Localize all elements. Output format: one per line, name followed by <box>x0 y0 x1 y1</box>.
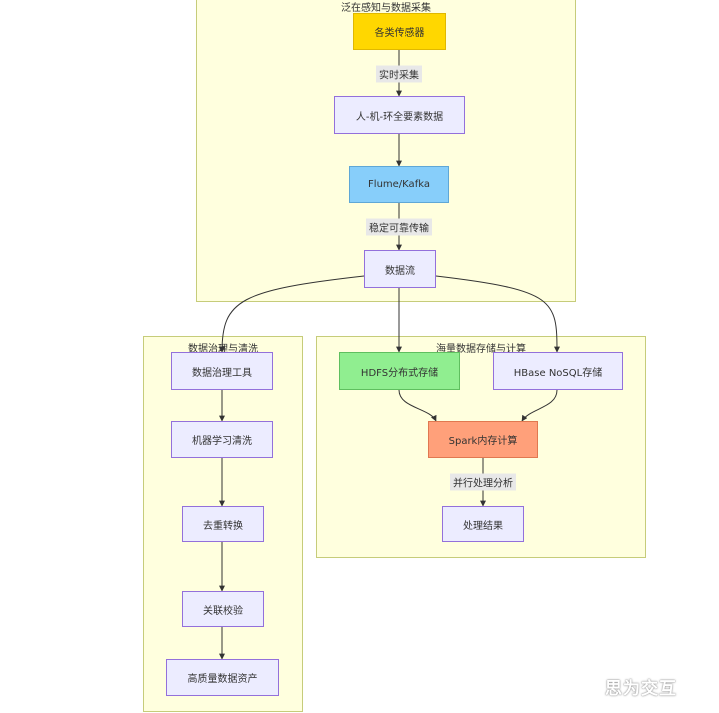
node-hme-data[interactable]: 人-机-环全要素数据 <box>334 96 465 134</box>
node-hdfs[interactable]: HDFS分布式存储 <box>339 352 460 390</box>
edge-label-reliable: 稳定可靠传输 <box>366 218 432 236</box>
node-data-stream[interactable]: 数据流 <box>364 250 436 288</box>
edge-label-realtime: 实时采集 <box>376 65 422 83</box>
group-collection-title: 泛在感知与数据采集 <box>341 3 431 14</box>
node-ml-clean[interactable]: 机器学习清洗 <box>171 421 273 458</box>
node-dedup[interactable]: 去重转换 <box>182 506 264 542</box>
node-spark[interactable]: Spark内存计算 <box>428 421 538 458</box>
node-assoc-check[interactable]: 关联校验 <box>182 591 264 627</box>
node-result[interactable]: 处理结果 <box>442 506 524 542</box>
watermark-text: 思为交互 <box>605 679 677 699</box>
node-hbase[interactable]: HBase NoSQL存储 <box>493 352 623 390</box>
node-flume-kafka[interactable]: Flume/Kafka <box>349 166 449 203</box>
node-hq-assets[interactable]: 高质量数据资产 <box>166 659 279 696</box>
node-sensors[interactable]: 各类传感器 <box>353 13 446 50</box>
edge-label-parallel: 并行处理分析 <box>450 473 516 491</box>
node-gov-tool[interactable]: 数据治理工具 <box>171 352 273 390</box>
